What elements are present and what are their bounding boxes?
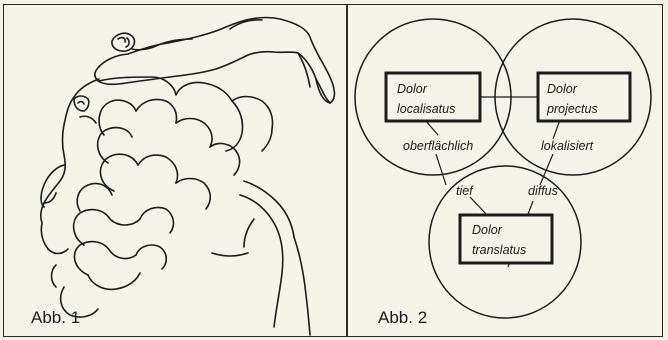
figure-2-diagram: Dolor localisatus Dolor projectus Dolor … [348,5,662,338]
organ-lower-structure [244,181,294,237]
figure-2-panel: Dolor localisatus Dolor projectus Dolor … [348,5,662,336]
connector-deep-up [436,154,446,185]
label-localized: lokalisiert [541,139,594,153]
box-translatus-line1: Dolor [472,223,503,237]
figure-1-caption: Abb. 1 [31,308,80,328]
connector-diffuse-up [540,154,553,185]
figure-head [112,33,135,51]
box-projectus-line2: projectus [546,102,598,116]
label-superficial: oberflächlich [403,139,473,153]
face-profile [41,79,99,249]
box-localisatus-line2: localisatus [397,102,455,116]
connector-deep-down [470,197,487,215]
label-diffuse: diffus [528,184,558,198]
box-translatus-line2: translatus [472,243,526,257]
label-deep: tief [456,184,474,198]
figure-plate: Abb. 1 [3,4,663,337]
figure-body-outline [95,18,335,103]
box-localisatus-line1: Dolor [397,82,428,96]
organ-coil [99,77,273,129]
box-projectus-line1: Dolor [547,82,578,96]
figure-1-panel: Abb. 1 [4,5,346,336]
figure-1-drawing [4,5,346,338]
figure-2-caption: Abb. 2 [378,308,427,328]
